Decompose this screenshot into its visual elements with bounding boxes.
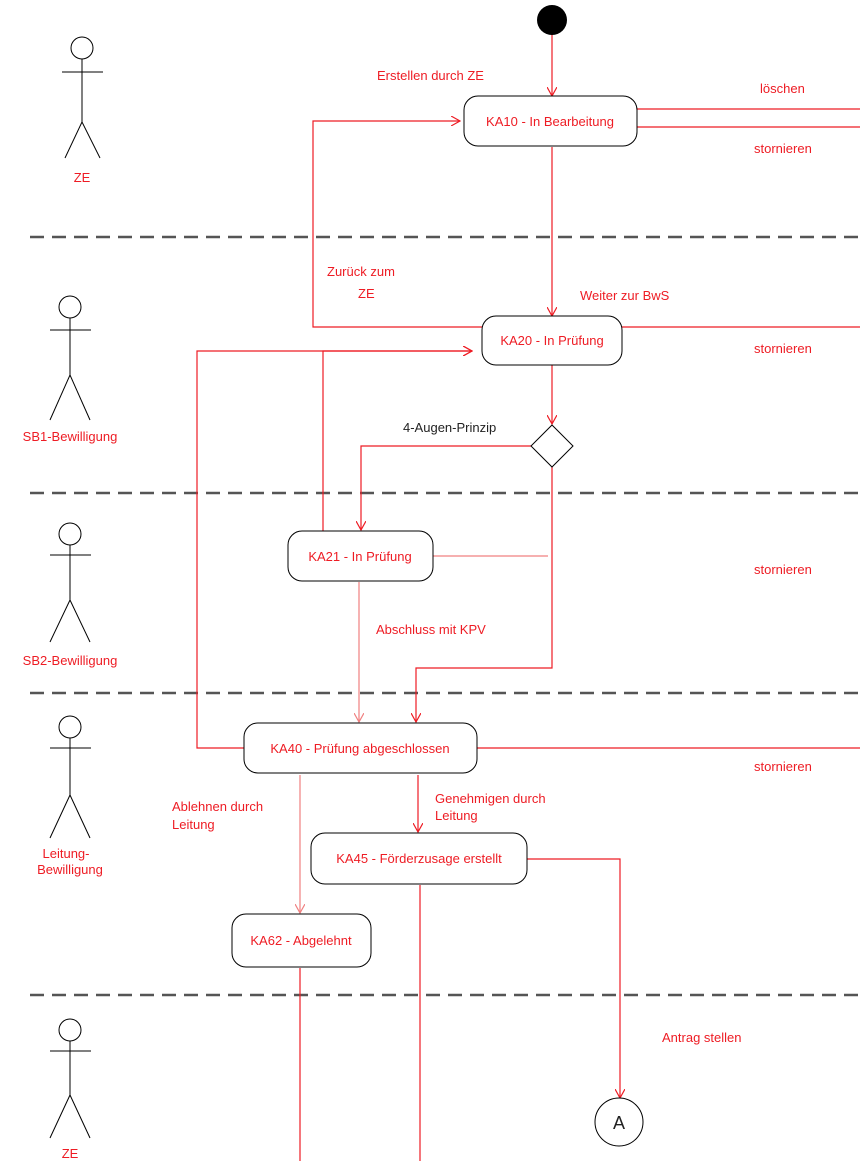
label-loeschen: löschen: [760, 81, 805, 96]
label-genehmigen-line2: Leitung: [435, 808, 478, 823]
state-ka62[interactable]: KA62 - Abgelehnt: [231, 913, 372, 968]
actor-sb1-icon: [49, 295, 91, 421]
label-ablehnen-line1: Ablehnen durch: [172, 799, 263, 814]
label-erstellen: Erstellen durch ZE: [377, 68, 484, 83]
state-ka45[interactable]: KA45 - Förderzusage erstellt: [310, 832, 528, 885]
edge-decision-ka21: [361, 445, 531, 530]
actor-sb2-label: SB2-Bewilligung: [23, 653, 118, 668]
state-ka10[interactable]: KA10 - In Bearbeitung: [463, 95, 638, 147]
actor-ze-top-icon: [62, 36, 103, 159]
label-weiter: Weiter zur BwS: [580, 288, 670, 303]
actor-leitung-label-line1: Leitung-: [43, 846, 90, 861]
state-ka21-label: KA21 - In Prüfung: [308, 549, 411, 564]
actor-sb1-label: SB1-Bewilligung: [23, 429, 118, 444]
initial-node: [537, 5, 567, 35]
actor-leitung-label-line2: Bewilligung: [37, 862, 103, 877]
actor-ze-top-label: ZE: [74, 170, 91, 185]
edge-decision-ka40: [416, 467, 553, 722]
state-ka20-label: KA20 - In Prüfung: [500, 333, 603, 348]
label-zurueck-line1: Zurück zum: [327, 264, 395, 279]
edge-ka45-connector-a: [527, 858, 620, 1098]
actor-sb2-icon: [49, 522, 91, 643]
actor-leitung-icon: [49, 715, 91, 839]
actor-ze-bottom-label: ZE: [62, 1146, 79, 1161]
actor-ze-bottom-icon: [49, 1018, 91, 1139]
state-ka20[interactable]: KA20 - In Prüfung: [481, 315, 623, 366]
label-ablehnen-line2: Leitung: [172, 817, 215, 832]
connector-a-label: A: [613, 1113, 625, 1133]
state-ka45-label: KA45 - Förderzusage erstellt: [336, 851, 502, 866]
label-abschluss: Abschluss mit KPV: [376, 622, 486, 637]
state-ka10-label: KA10 - In Bearbeitung: [486, 114, 614, 129]
label-stornieren-ka20: stornieren: [754, 341, 812, 356]
connector-a[interactable]: A: [594, 1097, 644, 1147]
edge-ka21-back-ka20: [322, 351, 472, 532]
label-stornieren-ka40: stornieren: [754, 759, 812, 774]
label-zurueck-line2: ZE: [358, 286, 375, 301]
label-stornieren-ka21: stornieren: [754, 562, 812, 577]
decision-diamond: [530, 424, 574, 468]
state-ka62-label: KA62 - Abgelehnt: [250, 933, 352, 948]
label-genehmigen-line1: Genehmigen durch: [435, 791, 546, 806]
state-ka21[interactable]: KA21 - In Prüfung: [287, 530, 434, 582]
label-antrag: Antrag stellen: [662, 1030, 742, 1045]
state-ka40[interactable]: KA40 - Prüfung abgeschlossen: [243, 722, 478, 774]
state-ka40-label: KA40 - Prüfung abgeschlossen: [270, 741, 449, 756]
label-stornieren-ka10: stornieren: [754, 141, 812, 156]
label-vier-augen: 4-Augen-Prinzip: [403, 420, 496, 435]
edge-ka20-back-ka10: [312, 121, 482, 328]
edge-ka40-back-ka20: [196, 351, 472, 749]
